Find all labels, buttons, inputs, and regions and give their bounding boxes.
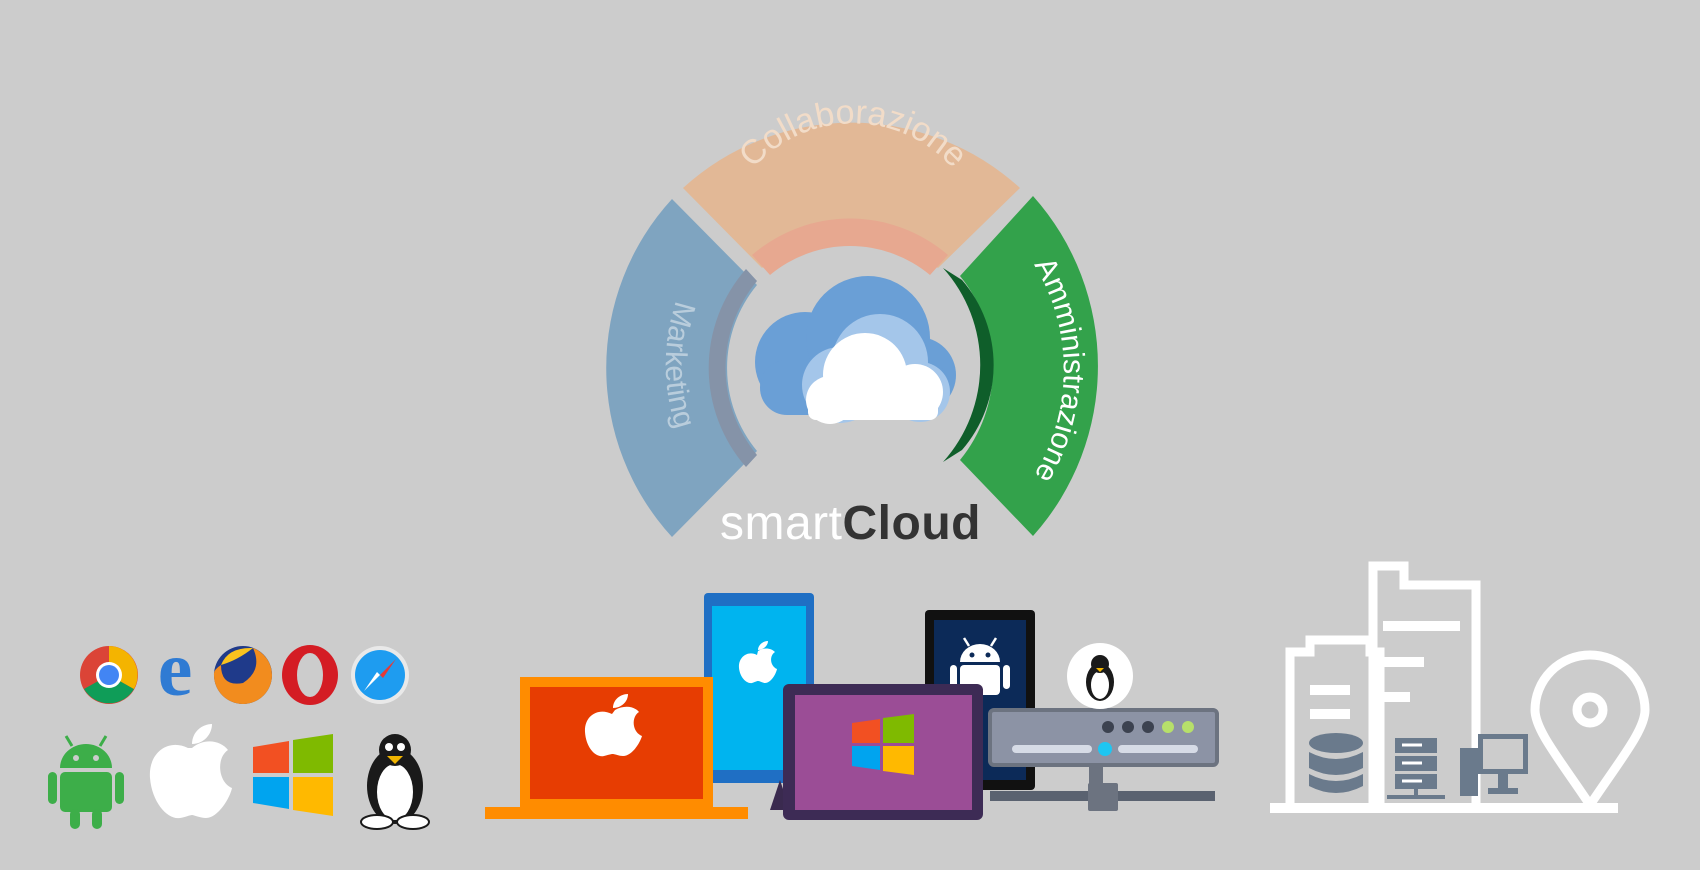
opera-icon [282, 645, 338, 705]
browser-icons: e [80, 625, 409, 712]
safari-icon [351, 646, 409, 704]
segment-marketing: Marketing [606, 199, 757, 537]
brand-prefix: smart [720, 497, 843, 550]
chrome-icon [80, 646, 138, 704]
macbook-icon [485, 677, 748, 819]
linux-server-icon [988, 643, 1219, 811]
segment-collaborazione: Collaborazione [683, 93, 1020, 275]
server-icon [1387, 738, 1445, 799]
platform-icons [48, 724, 430, 830]
brand-logo: smartCloud [720, 496, 981, 551]
buildings-icon [1270, 561, 1618, 813]
brand-suffix: Cloud [842, 497, 981, 550]
infrastructure-icons [1270, 561, 1650, 814]
database-icon [1309, 733, 1363, 793]
windows-icon [253, 734, 333, 816]
segment-amministrazione: Amministrazione [943, 196, 1098, 536]
linux-icon [360, 734, 430, 830]
location-pin-icon [1530, 650, 1650, 814]
svg-text:e: e [158, 625, 193, 712]
firefox-icon [213, 646, 272, 704]
windows-tablet-icon [770, 684, 983, 820]
android-icon [48, 735, 124, 829]
apple-icon [149, 724, 232, 819]
desktop-computer-icon [1460, 734, 1528, 796]
edge-icon: e [158, 625, 193, 712]
devices [485, 593, 1219, 820]
wheel: Marketing Collaborazione Amministrazione [606, 93, 1098, 537]
cloud-icon [755, 276, 956, 424]
